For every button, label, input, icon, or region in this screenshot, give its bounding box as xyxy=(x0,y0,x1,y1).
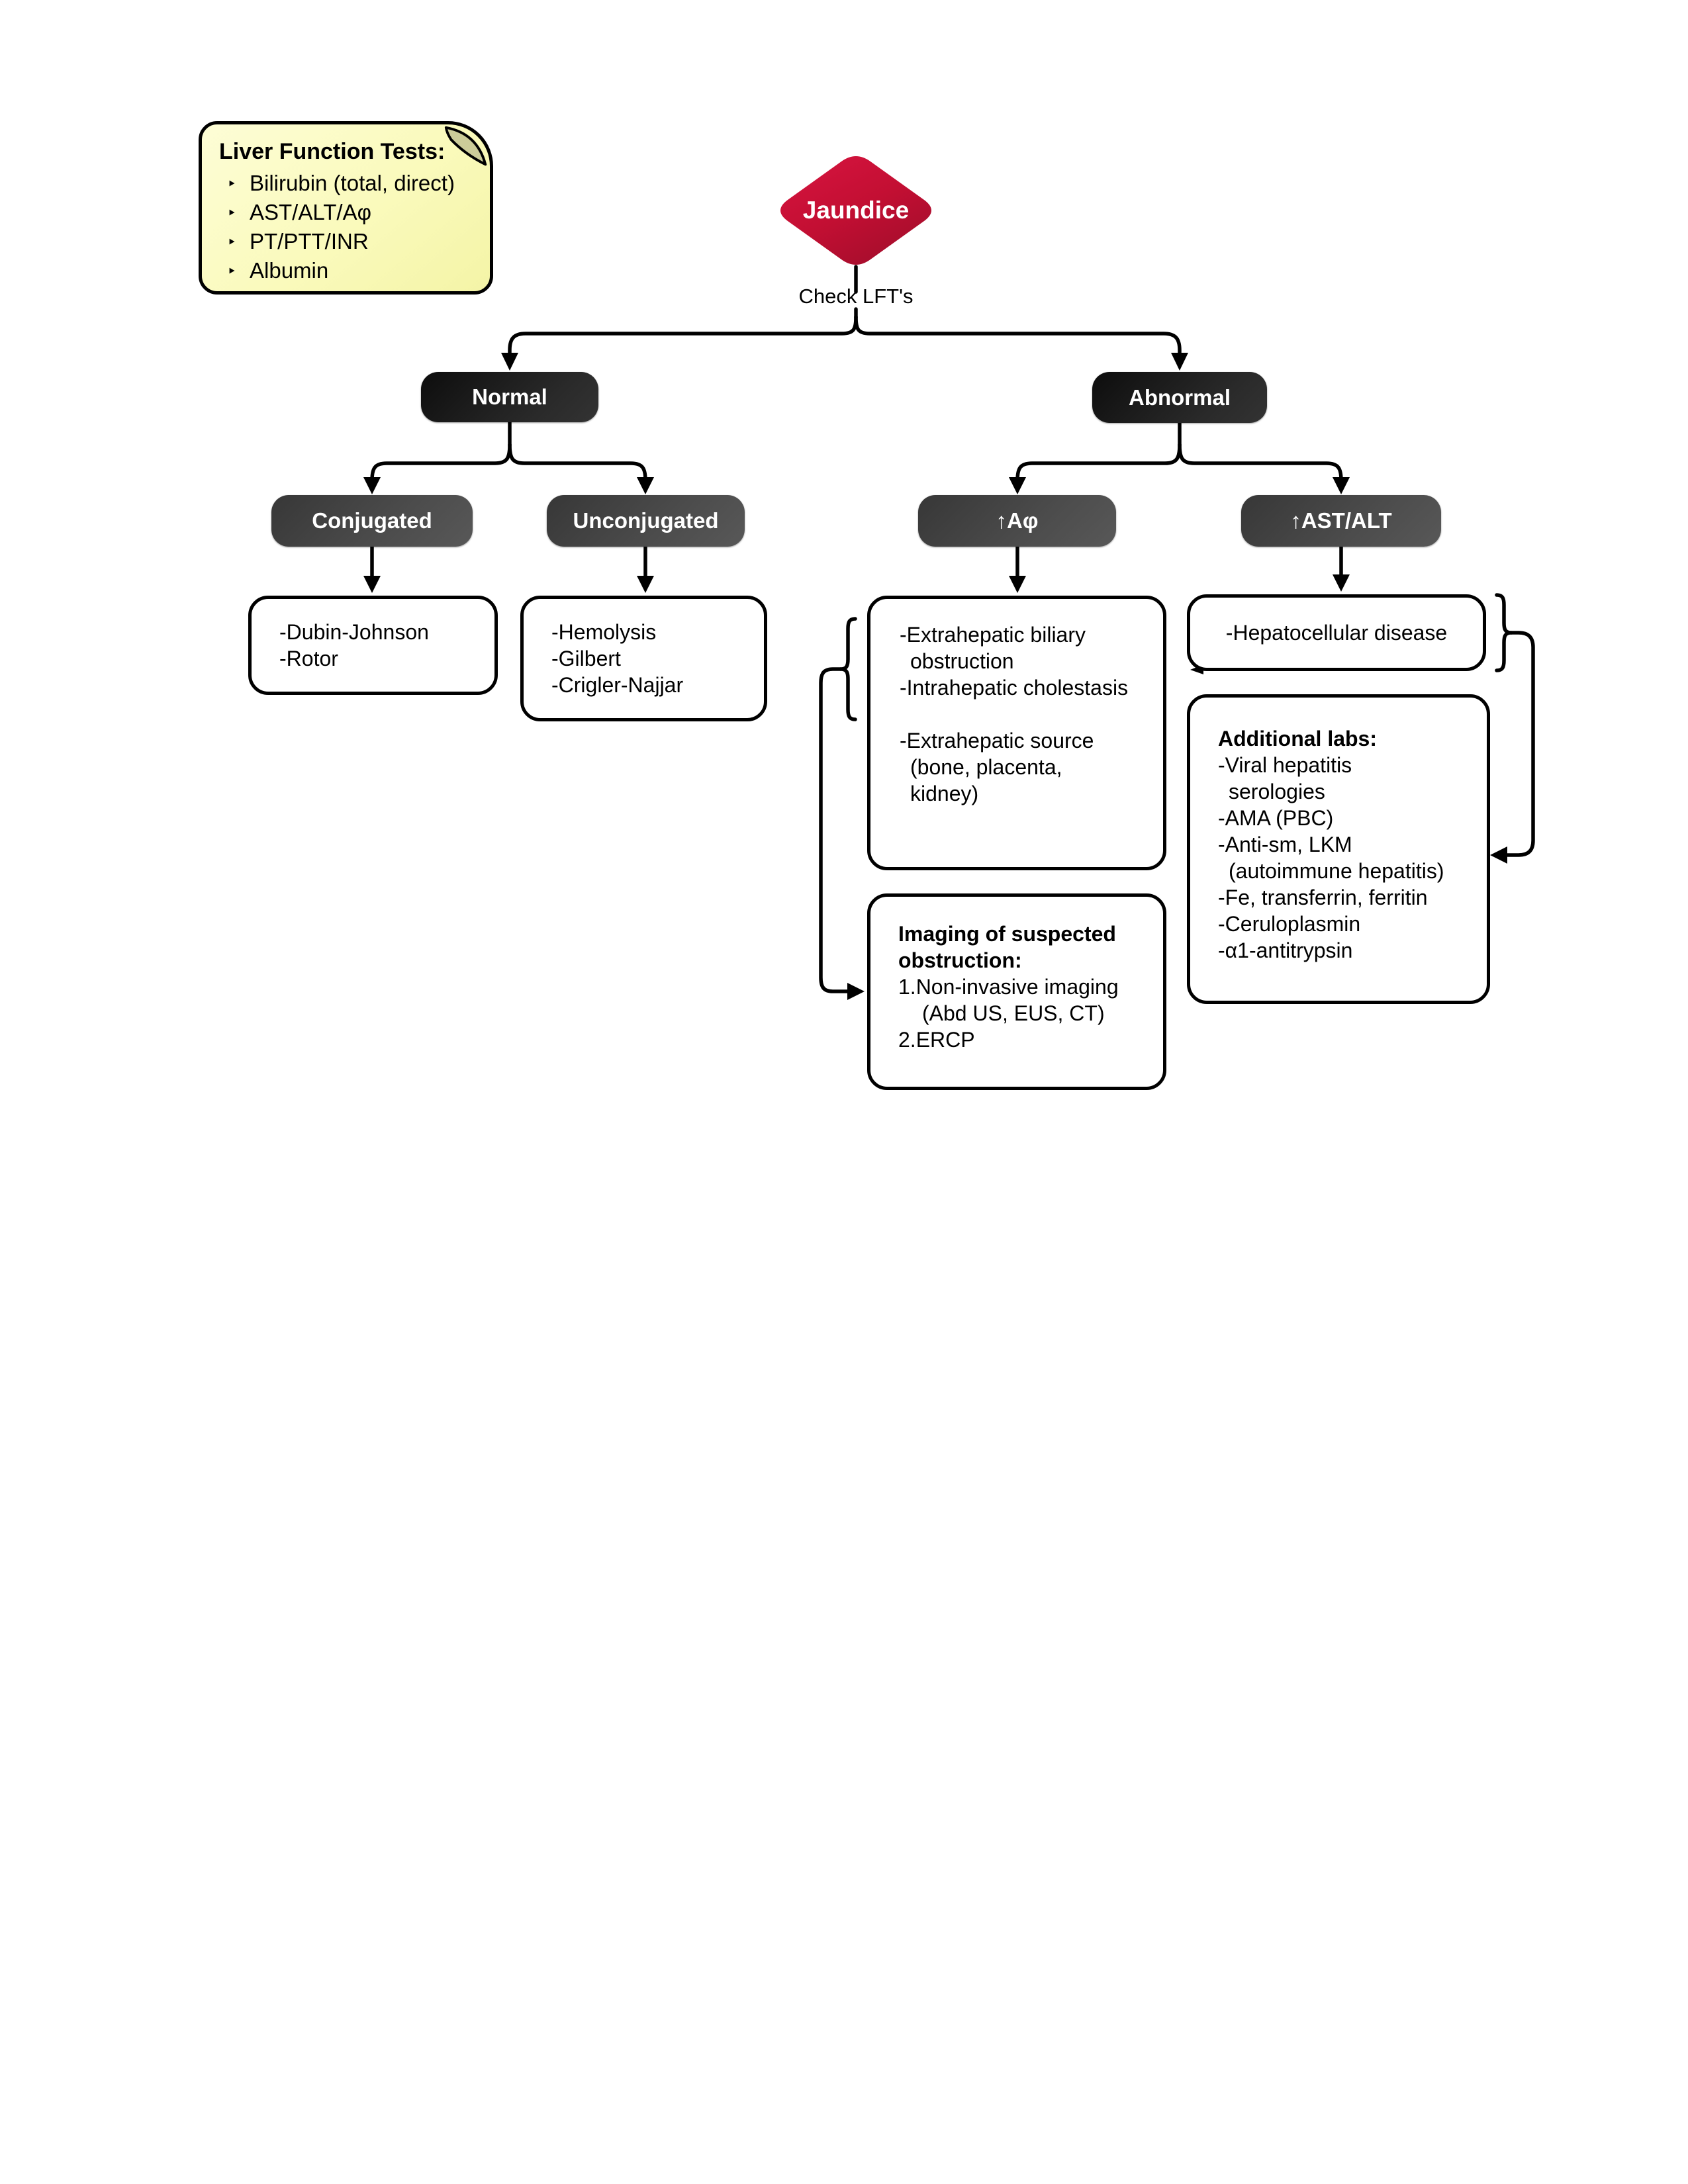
edge-brace-to-addlabs xyxy=(1505,631,1535,857)
arrowhead-alkphos xyxy=(1009,477,1026,494)
brace-obstruction-group xyxy=(839,617,857,721)
arrowhead-unconjugated xyxy=(637,477,654,494)
note-item: ‣ AST/ALT/Aφ xyxy=(219,199,478,228)
list-item: -Rotor xyxy=(279,647,338,670)
list-item: -Viral hepatitis serologies xyxy=(1218,753,1352,803)
list-item: -Anti-sm, LKM (autoimmune hepatitis) xyxy=(1218,833,1444,883)
arrowhead-normal xyxy=(501,353,518,371)
list-item: -AMA (PBC) xyxy=(1218,806,1334,830)
edge-abnormal-to-alkphos xyxy=(1015,443,1182,488)
arrowhead-imaging xyxy=(847,983,865,1000)
note-item-label: PT/PTT/INR xyxy=(250,229,369,253)
list-item: -Extrahepatic source (bone, placenta, ki… xyxy=(900,729,1094,805)
box-title: Additional labs: xyxy=(1218,727,1377,751)
box-unconjugated-causes: -Hemolysis -Gilbert -Crigler-Najjar xyxy=(520,596,767,721)
box-additional-labs: Additional labs: -Viral hepatitis serolo… xyxy=(1187,694,1490,1004)
edge-root-to-normal xyxy=(508,315,858,363)
list-item: -Crigler-Najjar xyxy=(551,673,684,697)
edge-abnormal-to-astalt xyxy=(1178,443,1343,488)
note-title: Liver Function Tests: xyxy=(219,139,445,164)
node-conjugated: Conjugated xyxy=(271,495,473,547)
note-item: ‣ Albumin xyxy=(219,257,478,287)
list-item: -Intrahepatic cholestasis xyxy=(900,676,1129,700)
node-elevated-ast-alt-label: ↑AST/ALT xyxy=(1290,508,1392,533)
node-normal: Normal xyxy=(421,372,598,422)
box-conjugated-causes: -Dubin-Johnson -Rotor xyxy=(248,596,498,695)
node-unconjugated: Unconjugated xyxy=(547,495,745,547)
edge-normal-to-conjugated xyxy=(370,443,512,488)
diamond-shape xyxy=(780,156,931,265)
bullet-icon: ‣ xyxy=(227,263,237,281)
list-item: -Fe, transferrin, ferritin xyxy=(1218,886,1428,909)
box-imaging: Imaging of suspected obstruction: 1.Non-… xyxy=(867,893,1166,1090)
arrowhead-astalt-causes xyxy=(1333,574,1350,592)
root-node-label: Jaundice xyxy=(802,197,910,224)
node-conjugated-label: Conjugated xyxy=(312,508,432,533)
list-item: -Gilbert xyxy=(551,647,621,670)
arrowhead-addlabs xyxy=(1490,846,1507,864)
node-abnormal: Abnormal xyxy=(1092,372,1267,423)
box-ast-alt-causes: -Hepatocellular disease xyxy=(1187,594,1486,671)
list-item: -Ceruloplasmin xyxy=(1218,912,1361,936)
node-unconjugated-label: Unconjugated xyxy=(573,508,719,533)
node-elevated-alk-phos: ↑Aφ xyxy=(918,495,1116,547)
note-fold-corner-icon xyxy=(444,126,487,166)
lft-sticky-note: Liver Function Tests: ‣ Bilirubin (total… xyxy=(199,121,493,295)
box-title: Imaging of suspected obstruction: xyxy=(898,922,1116,972)
edge-label-check-lfts: Check LFT's xyxy=(798,285,914,308)
bullet-icon: ‣ xyxy=(227,205,237,222)
root-node-jaundice: Jaundice xyxy=(773,151,939,270)
list-item: -Dubin-Johnson xyxy=(279,620,429,644)
bullet-icon: ‣ xyxy=(227,234,237,251)
note-item: ‣ PT/PTT/INR xyxy=(219,228,478,257)
list-item: -Hemolysis xyxy=(551,620,657,644)
note-item-label: Bilirubin (total, direct) xyxy=(250,171,455,195)
brace-hepatocellular xyxy=(1495,593,1513,672)
arrowhead-alkphos-causes xyxy=(1009,576,1026,593)
note-item-label: AST/ALT/Aφ xyxy=(250,200,371,224)
arrowhead-conjugated xyxy=(363,477,381,494)
bullet-icon: ‣ xyxy=(227,175,237,193)
arrowhead-abnormal xyxy=(1171,353,1188,371)
note-item-label: Albumin xyxy=(250,258,329,283)
node-elevated-alk-phos-label: ↑Aφ xyxy=(996,508,1039,533)
list-item: -Extrahepatic biliary obstruction xyxy=(900,623,1086,673)
node-elevated-ast-alt: ↑AST/ALT xyxy=(1241,495,1441,547)
edge-root-to-abnormal xyxy=(854,315,1182,363)
node-normal-label: Normal xyxy=(472,385,547,409)
edge-normal-to-unconjugated xyxy=(508,443,647,488)
arrowhead-unconjugated-causes xyxy=(637,576,654,593)
arrowhead-conjugated-causes xyxy=(363,576,381,593)
note-item: ‣ Bilirubin (total, direct) xyxy=(219,170,478,199)
list-item: -α1-antitrypsin xyxy=(1218,938,1353,962)
node-abnormal-label: Abnormal xyxy=(1128,385,1231,410)
list-item: 1.Non-invasive imaging (Abd US, EUS, CT) xyxy=(898,975,1119,1025)
list-item: 2.ERCP xyxy=(898,1028,975,1052)
list-item: -Hepatocellular disease xyxy=(1225,621,1448,645)
arrowhead-astalt xyxy=(1333,477,1350,494)
edge-brace-to-imaging xyxy=(819,667,849,993)
box-alk-phos-causes: -Extrahepatic biliary obstruction -Intra… xyxy=(867,596,1166,870)
